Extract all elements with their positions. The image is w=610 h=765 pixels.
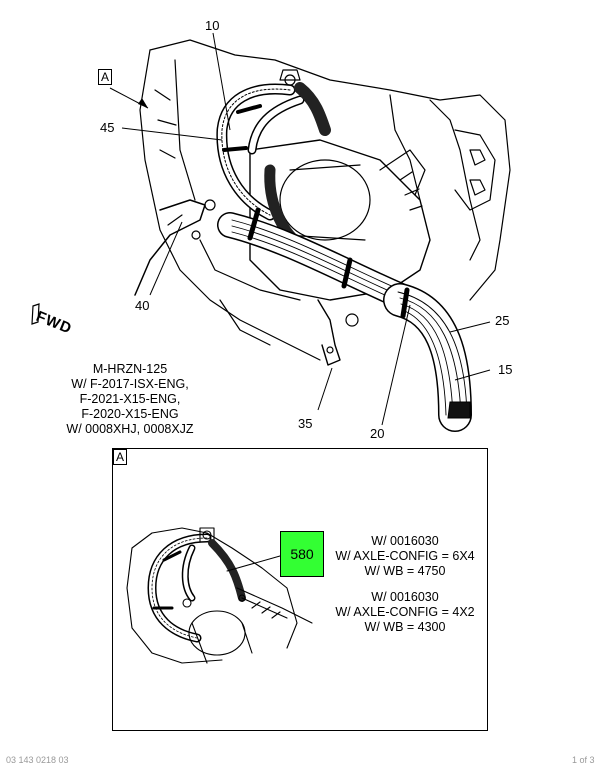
callout-15: 15 [498, 362, 513, 377]
config-note-6x4: W/ 0016030 W/ AXLE-CONFIG = 6X4 W/ WB = … [330, 534, 480, 579]
model-note-line: M-HRZN-125 [92, 362, 168, 376]
view-a-marker: A [98, 69, 112, 85]
config-note-line: W/ 0016030 [371, 590, 439, 604]
callout-25: 25 [495, 313, 510, 328]
callout-45: 45 [100, 120, 115, 135]
config-note-line: W/ WB = 4750 [364, 564, 446, 578]
config-note-line: W/ AXLE-CONFIG = 6X4 [335, 549, 475, 563]
footer-page-number: 1 of 3 [572, 755, 595, 765]
part-tag-580: 580 [280, 531, 324, 577]
model-applicability-note: M-HRZN-125 W/ F-2017-ISX-ENG, F-2021-X15… [40, 362, 220, 437]
footer-doc-number: 03 143 0218 03 [6, 755, 69, 765]
detail-view-illustration [126, 527, 313, 664]
model-note-line: W/ F-2017-ISX-ENG, [71, 377, 189, 391]
model-note-line: F-2021-X15-ENG, [79, 392, 181, 406]
callout-20: 20 [370, 426, 385, 441]
config-note-4x2: W/ 0016030 W/ AXLE-CONFIG = 4X2 W/ WB = … [330, 590, 480, 635]
detail-view-a-frame [112, 448, 488, 731]
callout-35: 35 [298, 416, 313, 431]
config-note-line: W/ WB = 4300 [364, 620, 446, 634]
model-note-line: F-2020-X15-ENG [81, 407, 179, 421]
callout-40: 40 [135, 298, 150, 313]
model-note-line: W/ 0008XHJ, 0008XJZ [66, 422, 194, 436]
config-note-line: W/ 0016030 [371, 534, 439, 548]
config-note-line: W/ AXLE-CONFIG = 4X2 [335, 605, 475, 619]
detail-view-label: A [113, 449, 127, 465]
callout-10: 10 [205, 18, 220, 33]
forward-arrow-icon [31, 303, 40, 325]
